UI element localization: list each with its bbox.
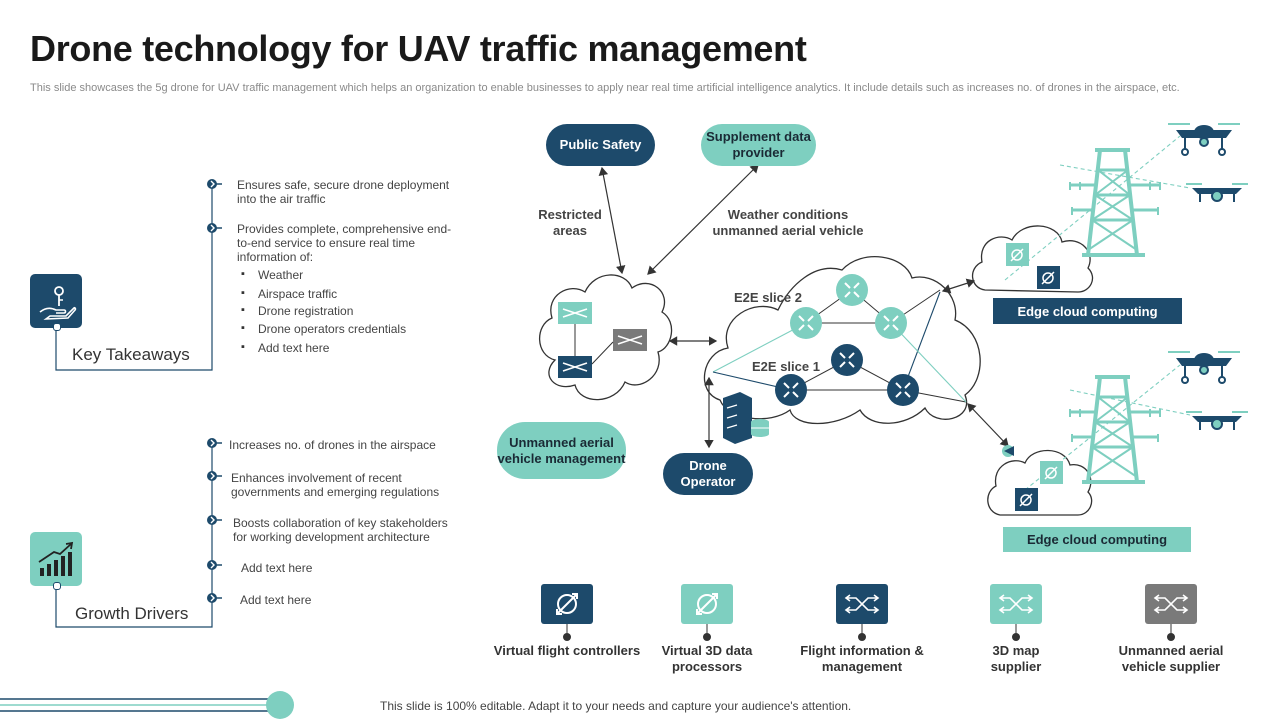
legend-label: Virtual 3D data processors	[661, 643, 753, 674]
legend-label: 3D map supplier	[990, 643, 1042, 674]
gd-bullet-2: Enhances involvement of recent governmen…	[231, 471, 440, 499]
switch-icon	[558, 356, 592, 378]
router-node	[836, 274, 868, 306]
router-node	[831, 344, 863, 376]
drone-operator-node: Drone Operator	[663, 453, 753, 495]
virtual-router-icon	[1037, 266, 1060, 289]
legend-connectors	[563, 624, 1175, 641]
drone-icon	[1186, 183, 1248, 202]
legend-label: Flight information & management	[800, 643, 924, 674]
public-safety-node: Public Safety	[546, 124, 655, 166]
page-subtitle: This slide showcases the 5g drone for UA…	[30, 82, 1180, 94]
kt-sub-item: Add text here	[241, 341, 329, 355]
switch-icon	[558, 302, 592, 324]
uav-management-node: Unmanned aerial vehicle management	[497, 422, 626, 479]
supplement-data-provider-node: Supplement data provider	[701, 124, 816, 166]
gd-bullet-5: Add text here	[240, 593, 312, 607]
growth-drivers-label: Growth Drivers	[75, 604, 189, 623]
router-node	[790, 307, 822, 339]
virtual-router-icon	[541, 584, 593, 624]
footer-text: This slide is 100% editable. Adapt it to…	[380, 699, 852, 713]
cell-tower-icon	[1069, 148, 1161, 257]
switch-arrows-icon	[1145, 584, 1197, 624]
switch-arrows-icon	[990, 584, 1042, 624]
kt-sub-item: Weather	[241, 268, 303, 282]
kt-sub-item: Drone registration	[241, 304, 353, 318]
router-node	[875, 307, 907, 339]
virtual-router-icon	[681, 584, 733, 624]
cell-tower-icon	[1069, 375, 1161, 484]
virtual-router-icon	[1015, 488, 1038, 511]
drone-icon	[1186, 411, 1248, 430]
edge-cloud-computing-2: Edge cloud computing	[1003, 527, 1191, 552]
antenna-icon	[1002, 445, 1014, 457]
virtual-router-icon	[1006, 243, 1029, 266]
edge-cloud-2	[987, 449, 1093, 516]
server-icon	[723, 392, 769, 444]
kt-bullet-1: Ensures safe, secure drone deployment in…	[237, 178, 450, 206]
weather-conditions-label: Weather conditions unmanned aerial vehic…	[712, 207, 864, 238]
restricted-areas-label: Restricted areas	[538, 207, 602, 238]
switch-icon	[613, 329, 647, 351]
kt-bullet-2: Provides complete, comprehensive end-to-…	[237, 222, 452, 264]
switch-arrows-icon	[836, 584, 888, 624]
router-node	[887, 374, 919, 406]
kt-sub-item: Airspace traffic	[241, 287, 337, 301]
gd-bullet-4: Add text here	[241, 561, 313, 575]
router-node	[775, 374, 807, 406]
legend-label: Unmanned aerial vehicle supplier	[1118, 643, 1224, 674]
e2e-slice-2-label: E2E slice 2	[734, 290, 802, 305]
edge-cloud-computing-1: Edge cloud computing	[993, 298, 1182, 324]
page-title: Drone technology for UAV traffic managem…	[30, 28, 807, 69]
footer-circle	[266, 691, 294, 719]
bullet-marker	[207, 179, 222, 603]
key-takeaways-label: Key Takeaways	[72, 345, 190, 364]
gd-bullet-1: Increases no. of drones in the airspace	[229, 438, 436, 452]
gd-bullet-3: Boosts collaboration of key stakeholders…	[233, 516, 448, 544]
legend-label: Virtual flight controllers	[493, 643, 641, 658]
edge-cloud-1	[971, 225, 1094, 293]
kt-sub-item: Drone operators credentials	[241, 322, 406, 336]
e2e-slice-1-label: E2E slice 1	[752, 359, 820, 374]
drone-icon	[1168, 351, 1240, 384]
bar-chart-growth-icon	[30, 532, 82, 586]
virtual-router-icon	[1040, 461, 1063, 484]
left-cloud	[539, 274, 673, 401]
hand-holding-key-icon	[30, 274, 82, 328]
drone-icon	[1168, 123, 1240, 156]
